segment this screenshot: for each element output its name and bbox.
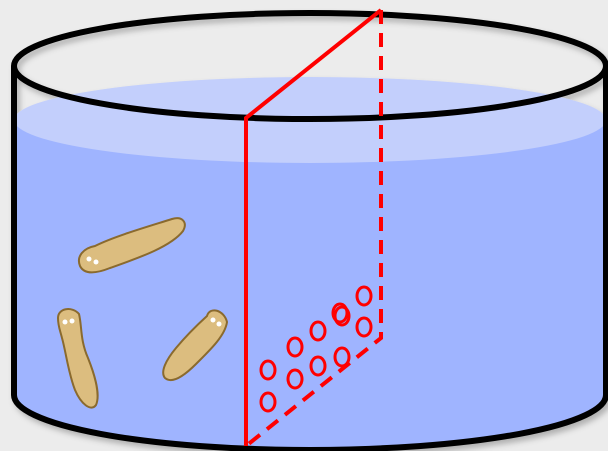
- water-body: [14, 120, 606, 450]
- planarian-eye: [94, 260, 99, 265]
- planarian-eye: [211, 318, 216, 323]
- planarian-eye: [87, 257, 92, 262]
- planarian-eye: [217, 322, 222, 327]
- planarian-eye: [70, 319, 75, 324]
- tank-group: [14, 13, 606, 450]
- planarian-eye: [63, 320, 68, 325]
